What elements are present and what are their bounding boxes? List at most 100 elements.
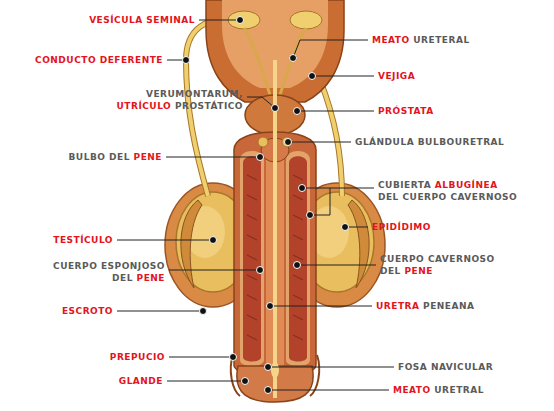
label-word: PRÓSTATA — [378, 106, 434, 116]
leader-dot — [200, 308, 207, 315]
leader-line — [117, 240, 213, 241]
part-label: CUBIERTA ALBUGÍNEA DEL CUERPO CAVERNOSO — [378, 179, 517, 203]
seminal-vesicle — [290, 11, 322, 29]
label-word: NAVICULAR — [431, 362, 493, 372]
part-label: GLÁNDULA BULBOURETRAL — [355, 136, 504, 148]
part-label: CUERPO CAVERNOSO DEL PENE — [380, 253, 495, 277]
label-word: CUERPO — [53, 261, 97, 271]
leader-dot — [272, 105, 279, 112]
leader-dot — [183, 57, 190, 64]
label-word: VERUMONTARUM, — [146, 89, 243, 99]
label-word: EPIDÍDIMO — [372, 222, 431, 232]
part-label: EPIDÍDIMO — [372, 221, 431, 233]
leader-line — [288, 142, 351, 143]
label-word: CUBIERTA — [378, 180, 431, 190]
label-word: ESCROTO — [62, 306, 113, 316]
part-label: BULBO DEL PENE — [69, 151, 163, 163]
label-space — [105, 152, 109, 162]
label-word: MEATO — [393, 385, 431, 395]
leader-dot — [290, 55, 297, 62]
leader-line — [270, 306, 372, 307]
leader-line — [169, 357, 233, 358]
leader-dot — [285, 139, 292, 146]
label-word: PENE — [137, 273, 165, 283]
tunica-albuginea — [286, 151, 310, 366]
leader-dot — [309, 73, 316, 80]
leader-dot — [307, 212, 314, 219]
label-word: CONDUCTO — [35, 55, 96, 65]
bulbourethral-gland — [258, 137, 268, 147]
label-word: CUERPO — [380, 254, 424, 264]
leader-dot — [257, 267, 264, 274]
leader-dot — [257, 154, 264, 161]
label-word: PENE — [405, 266, 433, 276]
label-word: GLÁNDULA — [355, 137, 414, 147]
label-word: VESÍCULA — [89, 15, 143, 25]
epididymis — [181, 200, 202, 288]
label-word: DEL — [112, 273, 133, 283]
leader-line — [167, 381, 245, 382]
label-space — [410, 35, 414, 45]
part-label: CONDUCTO DEFERENTE — [35, 54, 163, 66]
leader-dot — [230, 354, 237, 361]
leader-dot — [294, 108, 301, 115]
leader-line — [169, 270, 260, 271]
label-word: PENEANA — [423, 301, 474, 311]
label-word: ALBUGÍNEA — [435, 180, 498, 190]
label-word: GLANDE — [119, 376, 163, 386]
leader-line — [166, 157, 260, 158]
leader-dot — [265, 364, 272, 371]
part-label: MEATO URETRAL — [393, 384, 484, 396]
label-word: FOSA — [398, 362, 427, 372]
label-word: BULBOURETRAL — [418, 137, 505, 147]
label-word: CAVERNOSO — [450, 192, 517, 202]
label-word: DEL — [378, 192, 399, 202]
label-word: DEFERENTE — [100, 55, 163, 65]
label-word: PENE — [134, 152, 162, 162]
leader-line — [312, 76, 374, 77]
leader-line — [310, 188, 330, 215]
part-label: VESÍCULA SEMINAL — [89, 14, 195, 26]
label-space — [427, 362, 431, 372]
label-word: BULBO — [69, 152, 106, 162]
leader-line — [293, 40, 368, 58]
label-space — [424, 254, 428, 264]
leader-line — [302, 188, 374, 189]
label-word: VEJIGA — [378, 71, 415, 81]
leader-line — [117, 311, 203, 312]
label-space — [171, 101, 175, 111]
part-label: TESTÍCULO — [53, 234, 113, 246]
leader-dot — [294, 262, 301, 269]
label-space — [431, 180, 435, 190]
label-space — [401, 266, 405, 276]
ureteral-orifice — [289, 55, 297, 61]
leader-line — [297, 265, 376, 266]
leader-dot — [342, 224, 349, 231]
label-word: MEATO — [372, 35, 410, 45]
label-word: PREPUCIO — [110, 352, 165, 362]
part-label: GLANDE — [119, 375, 163, 387]
part-label: VEJIGA — [378, 70, 415, 82]
label-space — [143, 15, 147, 25]
label-word: PROSTÁTICO — [175, 101, 243, 111]
part-label: PRÓSTATA — [378, 105, 434, 117]
label-space — [399, 192, 403, 202]
label-space — [96, 55, 100, 65]
part-label: PREPUCIO — [110, 351, 165, 363]
label-word: URETERAL — [413, 35, 469, 45]
corpus-cavernosum — [289, 156, 307, 361]
bulbourethral-gland — [282, 137, 292, 147]
label-word: CUERPO — [403, 192, 447, 202]
label-word: ESPONJOSO — [101, 261, 165, 271]
label-space — [133, 273, 137, 283]
label-word: SEMINAL — [146, 15, 195, 25]
label-word: URETRAL — [434, 385, 484, 395]
label-word: UTRÍCULO — [117, 101, 172, 111]
leader-dot — [237, 17, 244, 24]
label-space — [414, 137, 418, 147]
label-space — [447, 192, 451, 202]
label-space — [419, 301, 423, 311]
leader-line — [268, 367, 394, 368]
part-label: CUERPO ESPONJOSO DEL PENE — [53, 260, 165, 284]
